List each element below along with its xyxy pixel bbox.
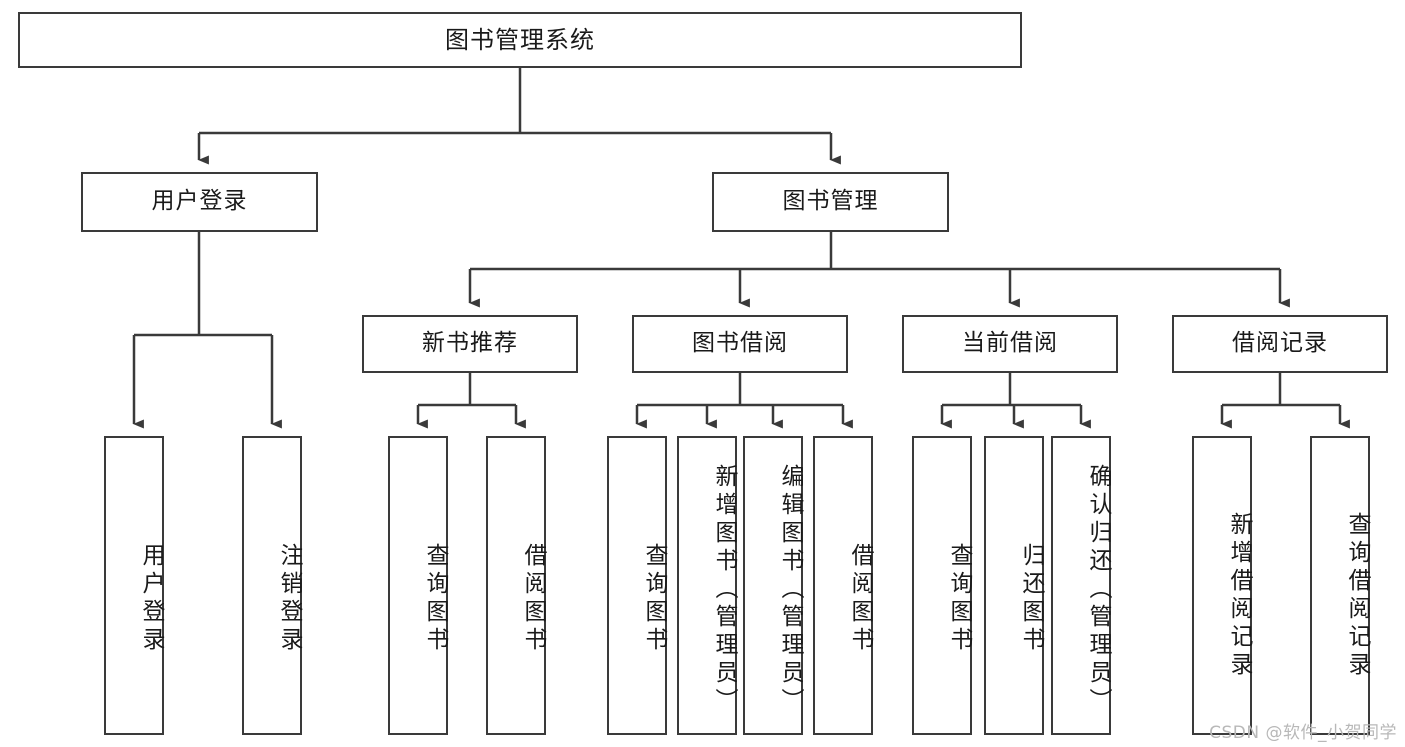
node-leaf-edit-book[interactable]: 编辑图书（管理员） bbox=[743, 436, 803, 735]
node-current-borrow[interactable]: 当前借阅 bbox=[902, 315, 1118, 373]
node-borrow-record-label: 借阅记录 bbox=[1232, 330, 1328, 357]
node-leaf-borrow-book-2[interactable]: 借阅图书 bbox=[813, 436, 873, 735]
node-leaf-borrow-book-1-label: 借阅图书 bbox=[520, 542, 546, 655]
node-leaf-query-book-2[interactable]: 查询图书 bbox=[607, 436, 667, 735]
node-root-label: 图书管理系统 bbox=[445, 25, 595, 54]
node-leaf-add-record-label: 新增借阅记录 bbox=[1226, 511, 1252, 680]
node-leaf-query-record-label: 查询借阅记录 bbox=[1344, 511, 1370, 680]
node-leaf-user-login-label: 用户登录 bbox=[138, 542, 164, 655]
node-leaf-user-login[interactable]: 用户登录 bbox=[104, 436, 164, 735]
watermark-text: CSDN @软件_小贺同学 bbox=[1209, 723, 1397, 743]
node-leaf-edit-book-label: 编辑图书（管理员） bbox=[777, 463, 803, 716]
node-user-login-label: 用户登录 bbox=[151, 188, 248, 215]
node-root[interactable]: 图书管理系统 bbox=[18, 12, 1022, 68]
node-leaf-query-book-3[interactable]: 查询图书 bbox=[912, 436, 972, 735]
node-book-borrow-label: 图书借阅 bbox=[692, 330, 788, 357]
node-leaf-borrow-book-2-label: 借阅图书 bbox=[847, 542, 873, 655]
node-new-book-rec-label: 新书推荐 bbox=[422, 330, 518, 357]
node-book-manage[interactable]: 图书管理 bbox=[712, 172, 949, 232]
node-book-manage-label: 图书管理 bbox=[782, 188, 879, 215]
node-leaf-confirm-return[interactable]: 确认归还（管理员） bbox=[1051, 436, 1111, 735]
node-borrow-record[interactable]: 借阅记录 bbox=[1172, 315, 1388, 373]
node-leaf-logout[interactable]: 注销登录 bbox=[242, 436, 302, 735]
node-leaf-add-record[interactable]: 新增借阅记录 bbox=[1192, 436, 1252, 735]
node-leaf-confirm-return-label: 确认归还（管理员） bbox=[1085, 463, 1111, 716]
node-leaf-query-book-3-label: 查询图书 bbox=[946, 542, 972, 655]
node-current-borrow-label: 当前借阅 bbox=[962, 330, 1058, 357]
node-leaf-query-book-1[interactable]: 查询图书 bbox=[388, 436, 448, 735]
node-leaf-query-record[interactable]: 查询借阅记录 bbox=[1310, 436, 1370, 735]
node-user-login[interactable]: 用户登录 bbox=[81, 172, 318, 232]
node-leaf-return-book[interactable]: 归还图书 bbox=[984, 436, 1044, 735]
node-leaf-logout-label: 注销登录 bbox=[276, 542, 302, 655]
node-leaf-query-book-1-label: 查询图书 bbox=[422, 542, 448, 655]
node-new-book-rec[interactable]: 新书推荐 bbox=[362, 315, 578, 373]
node-leaf-add-book[interactable]: 新增图书（管理员） bbox=[677, 436, 737, 735]
node-leaf-query-book-2-label: 查询图书 bbox=[641, 542, 667, 655]
node-book-borrow[interactable]: 图书借阅 bbox=[632, 315, 848, 373]
node-leaf-return-book-label: 归还图书 bbox=[1018, 542, 1044, 655]
node-leaf-add-book-label: 新增图书（管理员） bbox=[711, 463, 737, 716]
node-leaf-borrow-book-1[interactable]: 借阅图书 bbox=[486, 436, 546, 735]
